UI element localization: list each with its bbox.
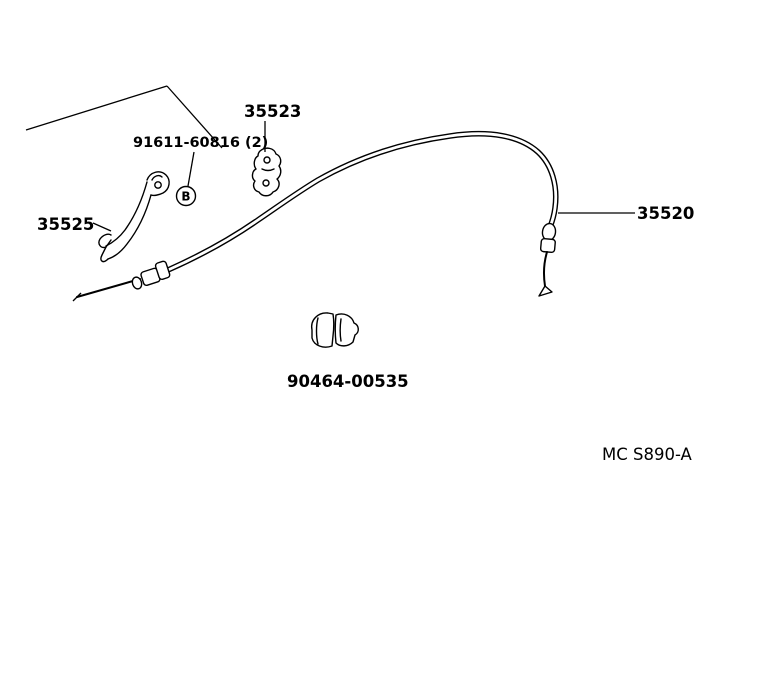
cable-left-ferrule: [131, 260, 171, 290]
catalog-code: MC S890-A: [602, 445, 693, 464]
end-hook: [538, 285, 553, 297]
throttle-cable: [72, 130, 559, 302]
bolt-marker-letter: B: [181, 190, 190, 204]
bolt-marker-circle: [175, 185, 197, 207]
cable-outer-highlight: [167, 132, 558, 272]
part-label-91611: 91611-60816 (2): [133, 135, 268, 151]
clamp-right-half: [334, 313, 359, 347]
clip-hole-top: [263, 156, 271, 164]
ferrule-collar: [154, 260, 171, 281]
bracket-hole: [154, 181, 162, 189]
bracket-35525: [98, 171, 170, 263]
clamp-90464: [311, 312, 359, 348]
cable-right-end: [538, 222, 557, 297]
part-label-35520: 35520: [637, 204, 694, 223]
clip-hole-bottom: [262, 179, 270, 187]
reference-lines: [25, 85, 223, 149]
clamp-slot: [339, 318, 342, 342]
bracket-arm-inner: [105, 181, 148, 247]
bracket-claw-inner: [151, 174, 163, 181]
clip-35523: [251, 147, 282, 197]
leader-lines: [92, 121, 635, 232]
reference-line-right: [166, 85, 223, 149]
clip-outline: [251, 147, 282, 197]
cable-wire-tip: [72, 292, 82, 302]
bracket-hook: [98, 233, 112, 263]
reference-line-left: [25, 85, 168, 131]
cable-inner-wire: [76, 278, 141, 298]
clip-crease: [261, 168, 275, 172]
cable-outer-path: [166, 130, 559, 273]
part-label-35525: 35525: [37, 215, 94, 234]
end-wire: [542, 251, 548, 287]
part-label-90464: 90464-00535: [287, 372, 409, 391]
end-adjuster: [539, 237, 556, 254]
leader-bolt: [187, 151, 195, 187]
clamp-left-half: [311, 312, 335, 348]
bracket-hook-inner: [105, 239, 112, 248]
bracket-claw: [146, 171, 170, 197]
clamp-inner-curve: [315, 317, 319, 345]
ferrule-cap: [131, 276, 143, 290]
part-label-35523: 35523: [244, 102, 301, 121]
bolt-marker-b: B: [175, 185, 197, 207]
bracket-arm-outer: [107, 194, 152, 260]
leader-bracket: [92, 222, 112, 232]
